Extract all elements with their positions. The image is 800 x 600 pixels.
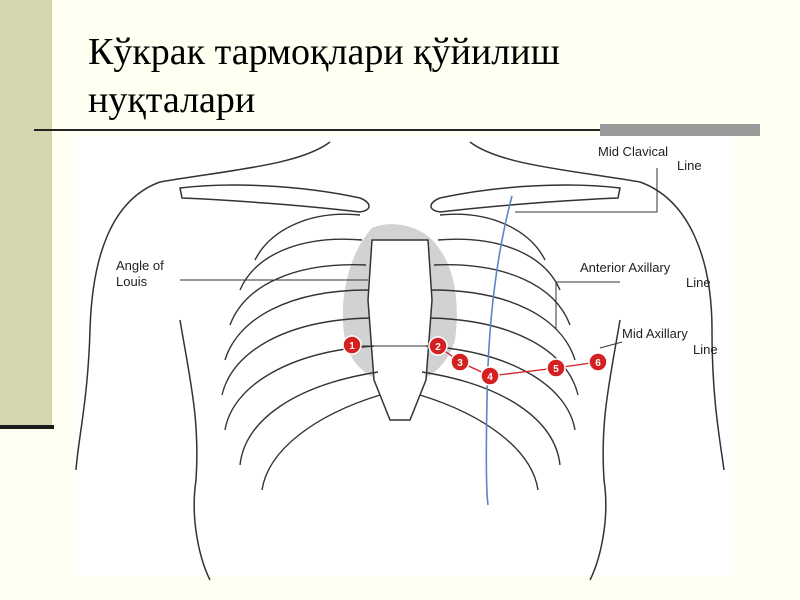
title-divider	[34, 129, 734, 131]
slide-title-line-2: нуқталари	[88, 79, 256, 121]
slide-title-line-1: Кўкрак тармоқлари қўйилиш	[88, 31, 560, 73]
label-mid-clavical-line-1: Mid Clavical	[598, 144, 668, 159]
svg-text:2: 2	[435, 342, 441, 353]
svg-text:1: 1	[349, 341, 355, 352]
title-accent-bar	[600, 124, 760, 136]
label-angle-of-louis-2: Louis	[116, 274, 148, 289]
torso-outline	[75, 141, 725, 581]
clavicles	[179, 184, 621, 213]
electrode-v5: 5	[546, 358, 566, 378]
side-accent-bar	[0, 0, 52, 425]
electrode-v1: 1	[342, 335, 362, 355]
electrode-v4: 4	[480, 366, 500, 386]
label-anterior-axillary-line-2: Line	[686, 275, 711, 290]
label-mid-axillary-line-2: Line	[693, 342, 718, 357]
side-accent-underline	[0, 425, 54, 429]
svg-text:5: 5	[553, 364, 559, 375]
sternum	[367, 239, 433, 421]
electrode-v6: 6	[588, 352, 608, 372]
label-mid-clavical-line-2: Line	[677, 158, 702, 173]
label-angle-of-louis-1: Angle of	[116, 258, 164, 273]
svg-text:4: 4	[487, 372, 493, 383]
mid-clavicular-line	[485, 195, 513, 506]
slide-title: Кўкрак тармоқлари қўйилиш нуқталари	[88, 28, 728, 124]
label-leader-lines	[180, 168, 658, 349]
ribs-left	[221, 213, 381, 491]
svg-text:6: 6	[595, 358, 601, 369]
label-mid-axillary-line-1: Mid Axillary	[622, 326, 688, 341]
svg-text:3: 3	[457, 358, 463, 369]
electrode-v2: 2	[428, 336, 448, 356]
label-anterior-axillary-line-1: Anterior Axillary	[580, 260, 671, 275]
electrode-v3: 3	[450, 352, 470, 372]
ribs-right	[419, 213, 579, 491]
